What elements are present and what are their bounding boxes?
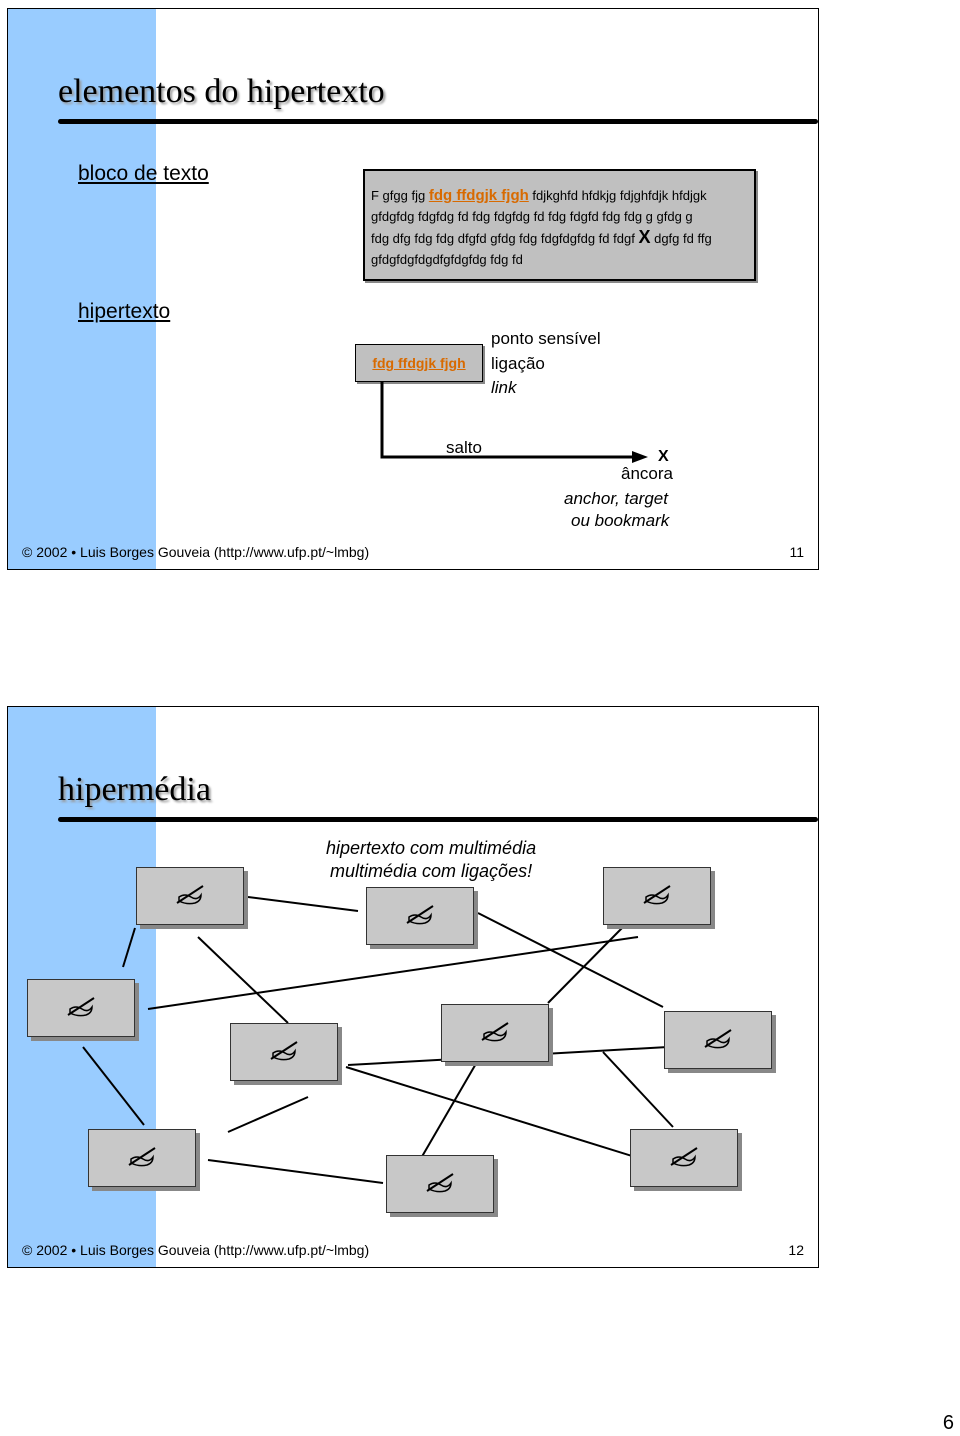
anchor-note-3: ou bookmark [571, 511, 670, 530]
hotspot-link-box[interactable]: fdg ffdgjk fjgh [355, 344, 483, 382]
media-node[interactable] [88, 1129, 196, 1187]
media-node[interactable] [386, 1155, 494, 1213]
slide-sidebar [8, 9, 156, 569]
slide-title: elementos do hipertexto [58, 73, 385, 110]
title-rule [58, 119, 818, 124]
jump-arrow [380, 382, 648, 463]
title-rule [58, 817, 818, 822]
text-line-4: gfdgfdgfdgdfgfdgfdg fdg fd [371, 252, 523, 267]
label-hypertext: hipertexto [78, 300, 171, 323]
media-node[interactable] [664, 1011, 772, 1069]
hotspot-label[interactable]: fdg ffdgjk fjgh [372, 355, 466, 371]
subtitle-line-2: multimédia com ligações! [330, 861, 533, 881]
media-node[interactable] [366, 887, 474, 945]
anchor-note-1: âncora [621, 464, 673, 483]
writing-hand-icon [270, 1041, 298, 1061]
slide-elementos-hipertexto: elementos do hipertexto bloco de texto h… [7, 8, 819, 570]
slide-title: hipermédia [58, 771, 211, 808]
page-number: 6 [942, 1412, 954, 1434]
hotspot-note-2: ligação [491, 354, 545, 373]
slide-number: 11 [789, 544, 804, 560]
writing-hand-icon [176, 885, 204, 905]
media-node[interactable] [441, 1004, 549, 1062]
slide-number: 12 [788, 1242, 804, 1258]
hotspot-note-1: ponto sensível [491, 329, 601, 348]
text-line-2: gfdgfdg fdgfdg fd fdg fdgfdg fd fdg fdgf… [371, 209, 693, 224]
writing-hand-icon [704, 1029, 732, 1049]
anchor-marker: X [638, 227, 651, 247]
hotspot-note-3: link [491, 378, 517, 397]
slide-hipermedia: hipermédia hipertexto com multimédia mul… [7, 706, 819, 1268]
media-node[interactable] [630, 1129, 738, 1187]
subtitle-line-1: hipertexto com multimédia [326, 838, 537, 858]
label-text-block: bloco de texto [78, 162, 209, 185]
anchor-x: X [658, 448, 669, 465]
writing-hand-icon [67, 997, 95, 1017]
text-block: F gfgg fjg fdg ffdgjk fjgh fdjkghfd hfdk… [363, 169, 756, 281]
writing-hand-icon [643, 885, 671, 905]
hyperlink-text[interactable]: fdg ffdgjk fjgh [428, 187, 529, 204]
footer-copyright: © 2002 • Luis Borges Gouveia (http://www… [22, 1242, 370, 1258]
media-node[interactable] [136, 867, 244, 925]
media-node[interactable] [27, 979, 135, 1037]
writing-hand-icon [406, 905, 434, 925]
text-line-3: fdg dfg fdg fdg dfgfd gfdg fdg fdgfdgfdg… [371, 227, 712, 247]
media-node[interactable] [230, 1023, 338, 1081]
text-line-1: F gfgg fjg fdg ffdgjk fjgh fdjkghfd hfdk… [371, 187, 707, 204]
media-node[interactable] [603, 867, 711, 925]
writing-hand-icon [128, 1147, 156, 1167]
writing-hand-icon [481, 1022, 509, 1042]
writing-hand-icon [670, 1147, 698, 1167]
footer-copyright: © 2002 • Luis Borges Gouveia (http://www… [22, 544, 370, 560]
anchor-note-2: anchor, target [564, 489, 668, 508]
jump-label: salto [446, 438, 482, 457]
writing-hand-icon [426, 1173, 454, 1193]
